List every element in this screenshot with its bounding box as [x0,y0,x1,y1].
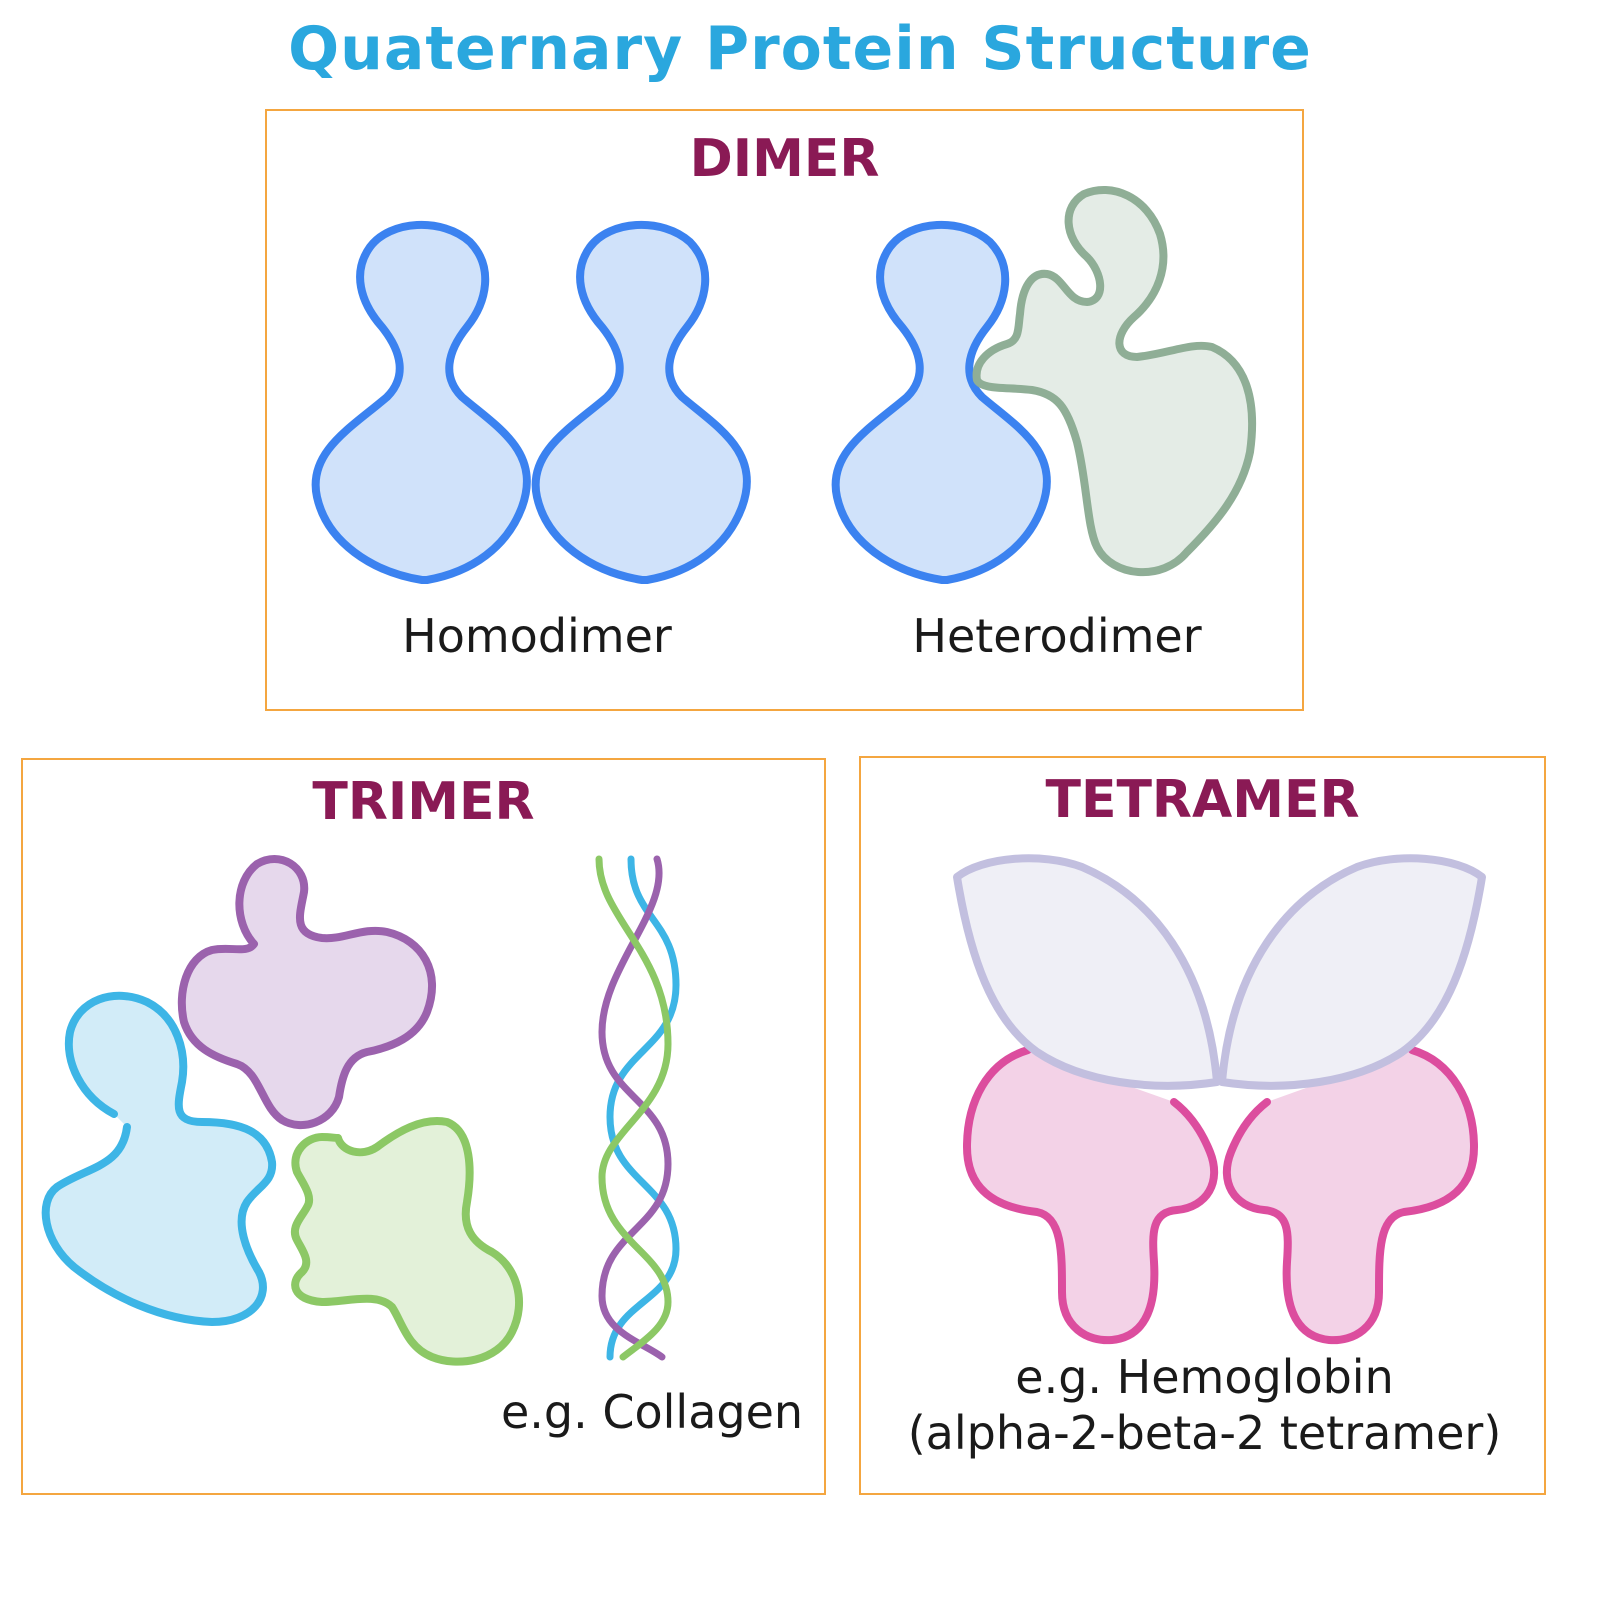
trimer-subunit-cyan [41,991,277,1326]
dimer-illustration [311,186,1257,584]
tetramer-heading: TETRAMER [1045,770,1360,830]
homodimer-subunit-right [531,221,751,584]
page-title: Quaternary Protein Structure [288,14,1312,84]
heterodimer-label: Heterodimer [912,609,1202,663]
trimer-heading: TRIMER [312,772,535,832]
homodimer-subunit-left [311,221,531,584]
alpha-subunit-left [953,854,1221,1090]
collagen-strand-green [595,855,672,1361]
trimer-subunit-purple [177,855,436,1129]
homodimer-label: Homodimer [402,609,672,663]
heterodimer-subunit-green [972,186,1257,576]
trimer-panel: TRIMER e.g. Collagen [21,758,826,1495]
collagen-label: e.g. Collagen [501,1385,804,1439]
dimer-panel: DIMER Homodimer Heterodimer [265,109,1304,711]
alpha-subunit-right [1218,854,1486,1090]
hemoglobin-label-line1: e.g. Hemoglobin [1015,1350,1394,1404]
beta-subunit-right [1222,1046,1478,1345]
trimer-illustration [41,855,680,1366]
tetramer-illustration [953,854,1486,1345]
trimer-subunit-green [290,1117,524,1366]
tetramer-panel: TETRAMER e.g. Hemoglobin (alpha-2-beta-2… [859,756,1546,1495]
beta-subunit-left [963,1046,1219,1345]
hemoglobin-label-line2: (alpha-2-beta-2 tetramer) [907,1406,1502,1460]
heterodimer-subunit-blue [831,221,1051,584]
dimer-heading: DIMER [689,129,880,189]
collagen-strand-purple [598,855,672,1361]
